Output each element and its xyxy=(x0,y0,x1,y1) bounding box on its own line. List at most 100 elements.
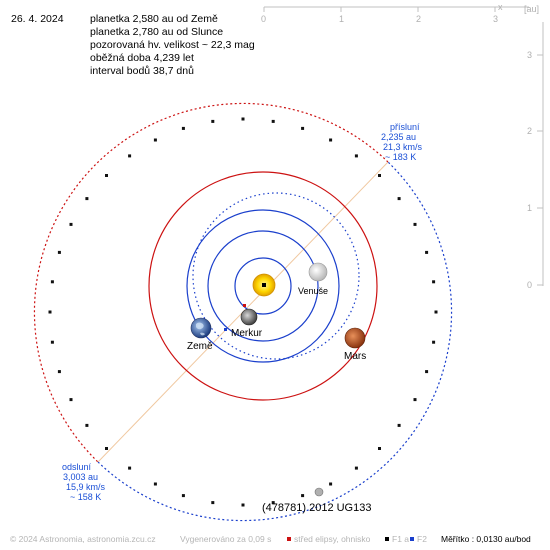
mercury-orbit xyxy=(234,257,292,315)
asteroid-orbit-far xyxy=(33,102,389,463)
aphelion-speed: 15,9 km/s xyxy=(66,482,106,492)
orbit-point xyxy=(434,310,438,314)
ellipse-center-marker xyxy=(243,304,246,307)
orbit-point xyxy=(50,340,54,344)
focus-f2-marker xyxy=(224,328,227,331)
y-tick-0: 0 xyxy=(527,280,532,290)
orbit-point xyxy=(211,501,215,505)
orbit-point xyxy=(397,197,401,201)
orbit-point xyxy=(329,138,333,142)
perihelion-title: přísluní xyxy=(390,122,420,132)
generated-time: Vygenerováno za 0,09 s xyxy=(180,534,271,544)
orbit-point xyxy=(211,119,215,123)
earth-clouds xyxy=(196,322,205,336)
orbit-point xyxy=(57,370,61,374)
venus-orbit xyxy=(207,230,319,342)
orbit-point xyxy=(271,119,275,123)
legend-center-marker xyxy=(287,537,291,541)
mars-planet xyxy=(344,327,366,349)
legend-f1: F1 a xyxy=(392,534,409,544)
orbit-point xyxy=(128,466,132,470)
legend-f1-marker xyxy=(385,537,389,541)
x-tick-1: 1 xyxy=(339,14,344,24)
orbit-point xyxy=(432,340,436,344)
orbit-point xyxy=(85,423,89,427)
orbit-point xyxy=(105,174,108,177)
orbit-point xyxy=(432,280,436,284)
mercury-planet xyxy=(240,308,258,326)
asteroid-position-points xyxy=(48,117,438,507)
orbit-point xyxy=(241,117,245,121)
x-axis-label: x xyxy=(498,2,503,12)
orbit-point xyxy=(354,466,358,470)
earth-orbit-dotted xyxy=(192,192,360,360)
orbit-point xyxy=(301,126,305,130)
x-tick-2: 2 xyxy=(416,14,421,24)
unit-label: [au] xyxy=(524,4,539,14)
orbit-point xyxy=(85,197,89,201)
orbit-point xyxy=(329,482,333,486)
asteroid-marker xyxy=(314,487,324,497)
orbit-point xyxy=(128,154,132,158)
x-tick-0: 0 xyxy=(261,14,266,24)
orbit-point xyxy=(378,447,381,450)
aphelion-label: odsluní 3,003 au 15,9 km/s ~ 158 K xyxy=(62,462,106,502)
legend-f2-marker xyxy=(410,537,414,541)
orbit-point xyxy=(69,398,73,402)
orbit-point xyxy=(105,447,108,450)
venus-planet xyxy=(308,262,328,282)
info-line-1: planetka 2,580 au od Země xyxy=(90,13,218,25)
orbit-point xyxy=(413,222,417,226)
y-tick-3: 3 xyxy=(527,50,532,60)
aphelion-temp: ~ 158 K xyxy=(70,492,101,502)
orbit-point xyxy=(301,494,305,498)
mercury-label: Merkur xyxy=(231,328,263,339)
orbit-point xyxy=(354,154,358,158)
footer: © 2024 Astronomia, astronomia.zcu.cz Vyg… xyxy=(10,534,531,544)
venus-label: Venuše xyxy=(298,286,328,296)
x-tick-3: 3 xyxy=(493,14,498,24)
x-axis: 0 1 2 3 x [au] xyxy=(261,2,539,24)
perihelion-speed: 21,3 km/s xyxy=(383,142,423,152)
asteroid-name: (478781) 2012 UG133 xyxy=(262,502,371,514)
scale-label: Měřítko : 0,0130 au/bod xyxy=(441,534,531,544)
orbit-point xyxy=(378,174,381,177)
date-label: 26. 4. 2024 xyxy=(11,13,64,25)
orbit-point xyxy=(413,398,417,402)
perihelion-distance: 2,235 au xyxy=(381,132,416,142)
perihelion-temp: ~ 183 K xyxy=(385,152,416,162)
y-tick-1: 1 xyxy=(527,203,532,213)
sun xyxy=(252,273,276,297)
mars-orbit xyxy=(148,171,378,401)
orbit-point xyxy=(153,482,157,486)
earth-orbit xyxy=(186,209,340,363)
orbit-point xyxy=(425,250,429,254)
orbit-point xyxy=(153,138,157,142)
y-axis: 3 2 1 0 xyxy=(527,22,544,290)
legend-f2: F2 xyxy=(417,534,427,544)
orbit-point xyxy=(271,501,275,505)
orbit-point xyxy=(48,310,52,314)
orbit-point xyxy=(181,494,185,498)
info-line-2: planetka 2,780 au od Slunce xyxy=(90,26,223,38)
y-tick-2: 2 xyxy=(527,126,532,136)
aphelion-title: odsluní xyxy=(62,462,92,472)
orbit-point xyxy=(181,126,185,130)
info-line-4: oběžná doba 4,239 let xyxy=(90,52,194,64)
mars-label: Mars xyxy=(344,351,366,362)
orbit-point xyxy=(69,222,73,226)
orbit-point xyxy=(57,250,61,254)
info-line-3: pozorovaná hv. velikost ~ 22,3 mag xyxy=(90,39,255,51)
orbit-point xyxy=(425,370,429,374)
asteroid-orbit-near xyxy=(97,161,453,522)
orbit-point xyxy=(50,280,54,284)
copyright: © 2024 Astronomia, astronomia.zcu.cz xyxy=(10,534,156,544)
perihelion-label: přísluní 2,235 au 21,3 km/s ~ 183 K xyxy=(381,122,423,162)
orbit-point xyxy=(241,503,245,507)
info-line-5: interval bodů 38,7 dnů xyxy=(90,65,194,77)
earth-label: Země xyxy=(187,341,213,352)
aphelion-distance: 3,003 au xyxy=(63,472,98,482)
legend-center: střed elipsy, ohnisko xyxy=(294,534,371,544)
orbit-point xyxy=(397,423,401,427)
